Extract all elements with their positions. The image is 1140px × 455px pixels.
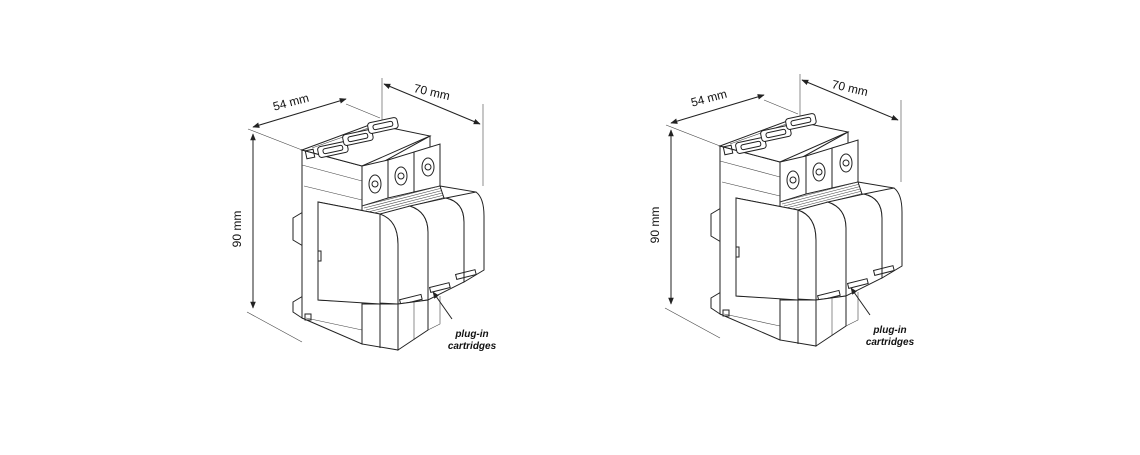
device-drawing-2: 54 mm 70 mm 90 mm plug-in cartridges [648, 74, 915, 348]
dimension-width-1: 54 mm [252, 91, 347, 128]
device-drawing-1: 54 mm 70 mm 90 mm plug-in cartridges [230, 78, 497, 352]
callout-line2-1: cartridges [448, 341, 497, 352]
callout-line2-2: cartridges [866, 337, 915, 348]
callout-line1-2: plug-in [872, 325, 906, 336]
dim-height-label-2: 90 mm [648, 207, 662, 244]
dim-height-label-1: 90 mm [230, 211, 244, 248]
dim-width-label-2: 54 mm [689, 87, 728, 110]
dim-depth-label-1: 70 mm [412, 81, 451, 103]
dimension-width-2: 54 mm [670, 87, 765, 124]
dim-width-label-1: 54 mm [271, 91, 310, 114]
dim-depth-label-2: 70 mm [830, 77, 869, 99]
dimension-depth-2: 70 mm [801, 77, 899, 121]
dimension-depth-1: 70 mm [383, 81, 481, 125]
callout-line1-1: plug-in [454, 329, 488, 340]
dimension-height-2: 90 mm [648, 129, 674, 305]
dimension-height-1: 90 mm [230, 133, 256, 309]
